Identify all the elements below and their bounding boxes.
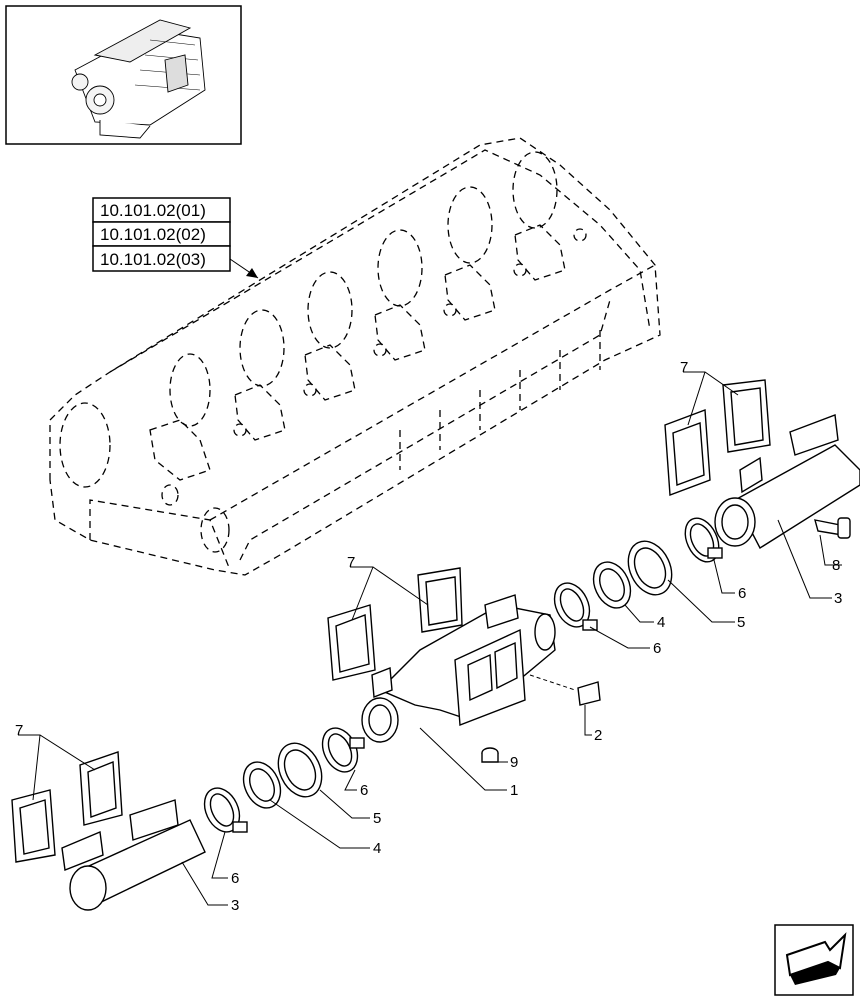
clamp-lower-6b	[203, 787, 248, 833]
callout-5-upper[interactable]: 5	[737, 614, 745, 631]
clamp-lower-6a	[321, 727, 365, 773]
ring-lower-4	[242, 761, 282, 809]
reference-code-3[interactable]: 10.101.02(03)	[100, 250, 206, 269]
clamp-upper-6	[684, 517, 723, 563]
callout-9[interactable]: 9	[510, 754, 518, 771]
gasket-group-lower-left	[11, 751, 123, 863]
ring-upper-4	[592, 561, 632, 609]
callout-7-lower[interactable]: 7	[15, 722, 23, 739]
callout-6-lower-b[interactable]: 6	[231, 870, 239, 887]
callout-8[interactable]: 8	[832, 557, 840, 574]
manifold-center-section	[361, 594, 556, 743]
callout-2[interactable]: 2	[594, 727, 602, 744]
callout-7-center[interactable]: 7	[347, 554, 355, 571]
callout-1[interactable]: 1	[510, 782, 518, 799]
callout-5-lower[interactable]: 5	[373, 810, 381, 827]
reference-code-list: 10.101.02(01) 10.101.02(02) 10.101.02(03…	[92, 197, 259, 279]
bolt-8	[814, 517, 851, 539]
seal-upper-5	[627, 540, 673, 596]
callout-6-upper[interactable]: 6	[738, 585, 746, 602]
reference-code-1[interactable]: 10.101.02(01)	[100, 201, 206, 220]
gasket-group-center	[327, 567, 463, 681]
callout-6-lower-a[interactable]: 6	[360, 782, 368, 799]
callout-3-upper[interactable]: 3	[834, 590, 842, 607]
callout-4-lower[interactable]: 4	[373, 840, 381, 857]
manifold-pipe-upper-right	[714, 414, 860, 549]
stud-2	[529, 674, 601, 706]
leader-lines	[18, 371, 842, 906]
engine-thumbnail-icon	[5, 5, 242, 145]
callout-7-upper[interactable]: 7	[680, 359, 688, 376]
next-page-arrow-icon[interactable]	[774, 924, 854, 996]
callout-labels: 7 7 7 8 3 6 5 4 6 2 9 1 6 5 4 6 3	[15, 359, 842, 914]
callout-3-lower[interactable]: 3	[231, 897, 239, 914]
clamp-center-6	[553, 582, 598, 631]
plug-9	[481, 747, 499, 763]
cylinder-head-phantom	[49, 137, 661, 576]
reference-code-2[interactable]: 10.101.02(02)	[100, 225, 206, 244]
gasket-group-upper-right	[664, 379, 771, 496]
callout-6-center[interactable]: 6	[653, 640, 661, 657]
seal-lower-5	[277, 742, 323, 798]
callout-4-upper[interactable]: 4	[657, 614, 665, 631]
manifold-pipe-lower-left	[61, 799, 206, 911]
